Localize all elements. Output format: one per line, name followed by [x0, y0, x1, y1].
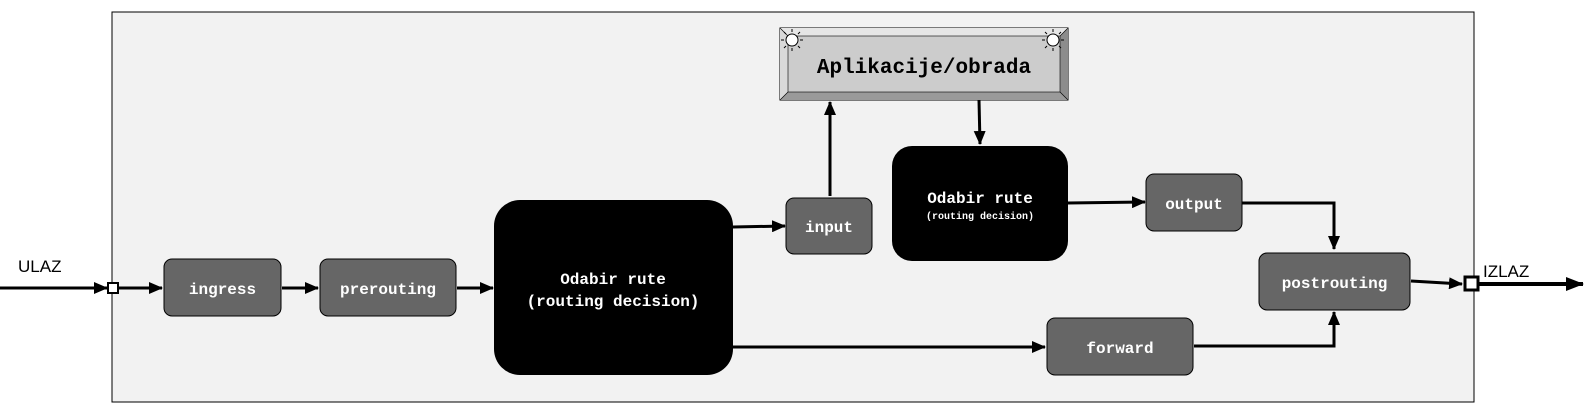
- entry-label: ULAZ: [18, 257, 61, 276]
- routing-local-subtitle: (routing decision): [926, 211, 1034, 223]
- node-forward: forward: [1046, 317, 1194, 376]
- edge-routing-to-input: [732, 220, 786, 233]
- sun-icon: [1042, 29, 1064, 51]
- edge-app-to-routing-local: [973, 99, 986, 145]
- routing-main-title: Odabir rute: [560, 271, 666, 289]
- edge-output-to-postrouting: [1242, 201, 1340, 250]
- node-forward-label: forward: [1086, 340, 1153, 358]
- node-prerouting: prerouting: [319, 258, 457, 317]
- edge-routing-local-to-output: [1067, 196, 1146, 209]
- node-ingress-label: ingress: [189, 281, 256, 299]
- node-postrouting: postrouting: [1258, 252, 1411, 311]
- routing-main-subtitle: (routing decision): [527, 293, 700, 311]
- entry-port: [107, 282, 119, 294]
- exit-port: [1463, 275, 1480, 292]
- node-input: input: [785, 197, 873, 255]
- routing-decision-main: Odabir rute (routing decision): [494, 200, 733, 375]
- edge-forward-to-postrouting: [1194, 311, 1340, 348]
- application-label: Aplikacije/obrada: [817, 57, 1032, 80]
- edge-postrouting-to-port: [1410, 277, 1463, 290]
- node-ingress: ingress: [163, 258, 282, 317]
- application-box: Aplikacije/obrada: [779, 27, 1069, 101]
- routing-decision-local: Odabir rute (routing decision): [892, 146, 1068, 261]
- node-postrouting-label: postrouting: [1282, 275, 1388, 293]
- node-input-label: input: [805, 219, 853, 237]
- routing-local-title: Odabir rute: [927, 190, 1033, 208]
- exit-label: IZLAZ: [1483, 262, 1529, 281]
- node-prerouting-label: prerouting: [340, 281, 436, 299]
- node-output: output: [1145, 173, 1243, 232]
- sun-icon: [781, 29, 803, 51]
- node-output-label: output: [1165, 196, 1223, 214]
